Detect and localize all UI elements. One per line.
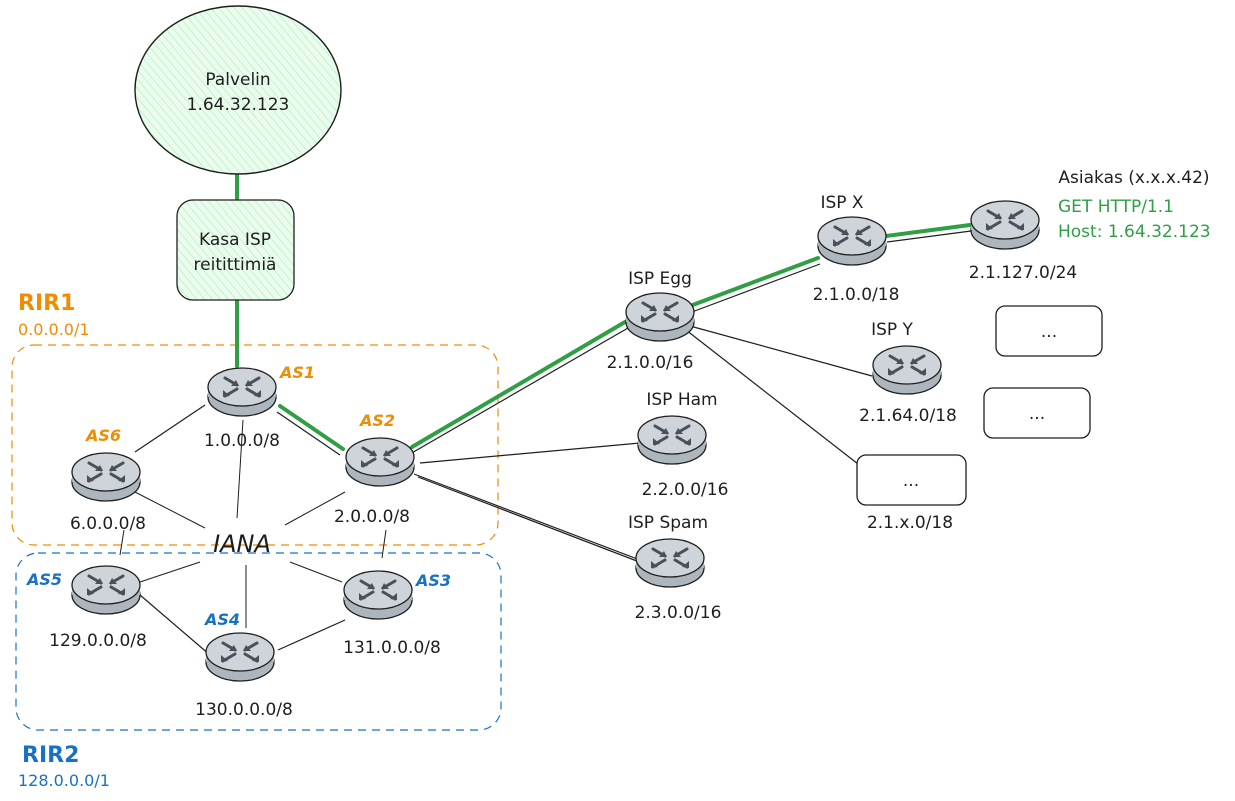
as1-prefix: 1.0.0.0/8 — [204, 431, 280, 451]
router-icon — [342, 569, 414, 621]
box3-dots: ... — [903, 471, 919, 491]
isp-egg-router: ISP Egg 2.1.0.0/16 — [607, 269, 696, 373]
server-ip: 1.64.32.123 — [187, 95, 290, 115]
server-node: Palvelin 1.64.32.123 — [134, 5, 342, 175]
as4-tag: AS4 — [203, 610, 240, 629]
isp-ham-name: ISP Ham — [646, 390, 717, 410]
client-prefix: 2.1.127.0/24 — [969, 263, 1077, 283]
router-icon — [624, 291, 696, 343]
isp-spam-prefix: 2.3.0.0/16 — [635, 603, 722, 623]
client-router: Asiakas (x.x.x.42) GET HTTP/1.1 Host: 1.… — [969, 168, 1211, 283]
rir2-title: RIR2 — [22, 743, 79, 768]
isp-y-prefix: 2.1.64.0/18 — [859, 406, 957, 426]
client-request-line1: GET HTTP/1.1 — [1058, 197, 1174, 217]
as2-prefix: 2.0.0.0/8 — [334, 507, 410, 527]
isp-x-prefix: 2.1.0.0/18 — [813, 285, 900, 305]
isp-ham-prefix: 2.2.0.0/16 — [642, 480, 729, 500]
as4-prefix: 130.0.0.0/8 — [195, 700, 293, 720]
box1-dots: ... — [1041, 322, 1057, 342]
rir1-title: RIR1 — [18, 291, 75, 316]
isp-spam-router: ISP Spam 2.3.0.0/16 — [628, 513, 721, 623]
as6-router: AS6 6.0.0.0/8 — [70, 426, 146, 534]
isp-egg-prefix: 2.1.0.0/16 — [607, 353, 694, 373]
router-icon — [70, 564, 142, 616]
isp-x-router: ISP X 2.1.0.0/18 — [813, 193, 900, 305]
client-request-line2: Host: 1.64.32.123 — [1058, 222, 1211, 242]
isp-y-name: ISP Y — [871, 320, 913, 340]
placeholder-box-2: ... — [983, 387, 1091, 439]
rir2-prefix: 128.0.0.0/1 — [18, 771, 110, 790]
isp-xx-prefix: 2.1.x.0/18 — [867, 513, 953, 533]
rir1-region — [11, 344, 499, 546]
router-icon — [816, 215, 888, 267]
isp-x-unknown-box: ... 2.1.x.0/18 — [856, 454, 967, 533]
as1-router: AS1 1.0.0.0/8 — [204, 363, 315, 451]
as6-prefix: 6.0.0.0/8 — [70, 514, 146, 534]
router-icon — [204, 631, 276, 683]
as1-tag: AS1 — [278, 363, 315, 382]
iana-links — [119, 419, 387, 628]
as-links — [134, 325, 873, 656]
as5-prefix: 129.0.0.0/8 — [49, 631, 147, 651]
as2-router: AS2 2.0.0.0/8 — [334, 411, 416, 527]
kasa-isp-box: Kasa ISP reitittimiä — [176, 199, 295, 301]
iana-label: IANA — [213, 530, 271, 558]
router-icon — [871, 344, 943, 396]
isp-egg-name: ISP Egg — [628, 269, 692, 289]
isp-y-router: ISP Y 2.1.64.0/18 — [859, 320, 957, 426]
router-icon — [969, 199, 1041, 251]
router-icon — [206, 366, 278, 418]
as2-tag: AS2 — [358, 411, 395, 430]
request-path — [235, 170, 972, 456]
router-icon — [70, 451, 142, 503]
server-title: Palvelin — [205, 70, 270, 90]
placeholder-box-1: ... — [995, 305, 1103, 357]
kasa-line2: reitittimiä — [194, 255, 277, 275]
as3-router: AS3 131.0.0.0/8 — [342, 569, 451, 658]
isp-ham-router: ISP Ham 2.2.0.0/16 — [636, 390, 729, 500]
as3-tag: AS3 — [414, 571, 451, 590]
isp-x-name: ISP X — [820, 193, 863, 213]
client-title: Asiakas (x.x.x.42) — [1058, 168, 1209, 188]
kasa-line1: Kasa ISP — [199, 230, 271, 250]
as3-prefix: 131.0.0.0/8 — [343, 638, 441, 658]
router-icon — [636, 414, 708, 466]
router-icon — [634, 537, 706, 589]
as6-tag: AS6 — [84, 426, 121, 445]
isp-spam-name: ISP Spam — [628, 513, 708, 533]
as5-tag: AS5 — [25, 570, 62, 589]
rir1-prefix: 0.0.0.0/1 — [18, 320, 90, 339]
as4-router: AS4 130.0.0.0/8 — [195, 610, 293, 720]
box2-dots: ... — [1029, 404, 1045, 424]
as5-router: AS5 129.0.0.0/8 — [25, 564, 147, 651]
router-icon — [344, 436, 416, 488]
